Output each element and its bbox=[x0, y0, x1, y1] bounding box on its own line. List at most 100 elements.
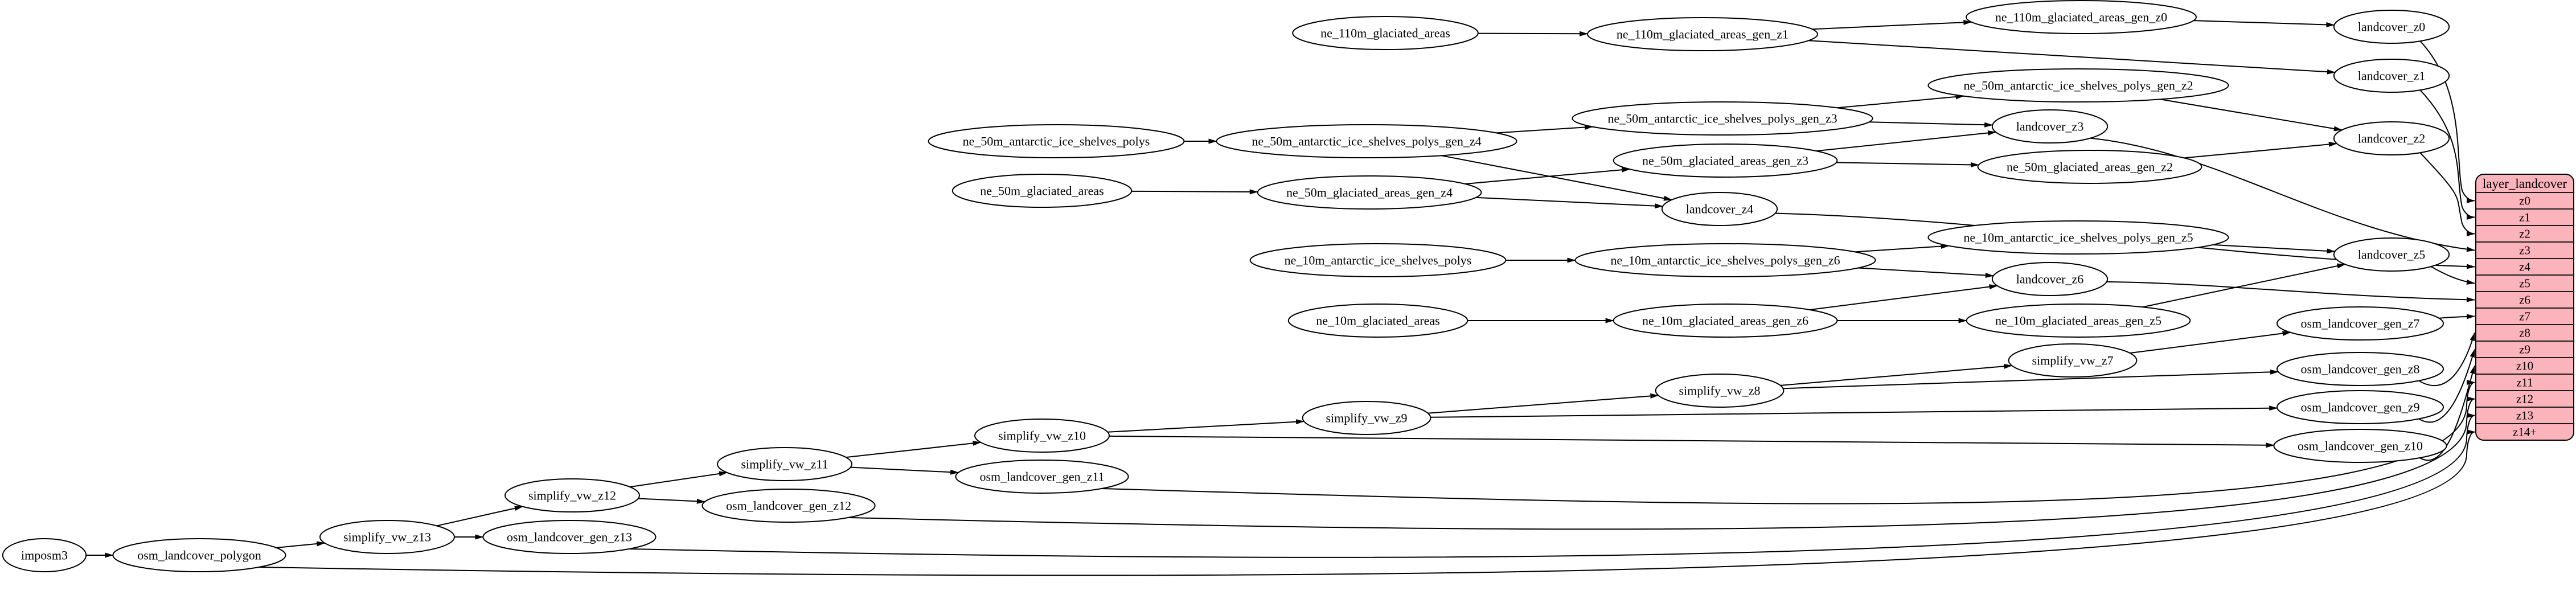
ne-10m-antarctic-ice-shelves-polys-gen-z5-label: ne_10m_antarctic_ice_shelves_polys_gen_z… bbox=[1963, 231, 2193, 245]
node-landcover-z2: landcover_z2 bbox=[2333, 121, 2450, 155]
simplify-vw-z9-label: simplify_vw_z9 bbox=[1326, 411, 1408, 425]
layer-row-z7: z7 bbox=[2519, 310, 2530, 323]
node-ne-50m-antarctic-ice-shelves-polys-gen-z2: ne_50m_antarctic_ice_shelves_polys_gen_z… bbox=[1927, 68, 2229, 102]
node-osm-landcover-gen-z10: osm_landcover_gen_z10 bbox=[2273, 429, 2447, 463]
ne-10m-glaciated-areas-ellipse bbox=[1287, 304, 1469, 338]
imposm3-ellipse bbox=[2, 538, 87, 572]
edge-ne-110m-glaciated-areas-gen-z1-to-ne-110m-glaciated-areas-gen-z0 bbox=[1812, 19, 1972, 30]
layer-row-z8: z8 bbox=[2519, 326, 2530, 340]
landcover-z4-ellipse bbox=[1661, 192, 1778, 226]
layer-row-z14: z14+ bbox=[2513, 425, 2537, 439]
layer-row-z0: z0 bbox=[2519, 194, 2530, 208]
edge-ne-10m-glaciated-areas-gen-z5-to-landcover-z5 bbox=[2142, 263, 2346, 308]
edge-osm-landcover-gen-z10-to-layer-z10 bbox=[2419, 365, 2475, 461]
edges-layer bbox=[86, 19, 2475, 576]
node-osm-landcover-gen-z7: osm_landcover_gen_z7 bbox=[2276, 306, 2444, 341]
ne-50m-glaciated-areas-gen-z3-label: ne_50m_glaciated_areas_gen_z3 bbox=[1642, 154, 1808, 168]
node-simplify-vw-z9: simplify_vw_z9 bbox=[1302, 401, 1431, 435]
edge-landcover-z2-to-layer-z2 bbox=[2419, 152, 2475, 236]
node-ne-10m-antarctic-ice-shelves-polys-gen-z5: ne_10m_antarctic_ice_shelves_polys_gen_z… bbox=[1927, 220, 2229, 255]
osm-landcover-gen-z7-ellipse bbox=[2276, 306, 2444, 341]
node-ne-50m-glaciated-areas-gen-z3: ne_50m_glaciated_areas_gen_z3 bbox=[1613, 143, 1838, 178]
edge-simplify-vw-z9-to-simplify-vw-z8 bbox=[1428, 393, 1659, 414]
ne-50m-glaciated-areas-ellipse bbox=[951, 174, 1133, 208]
edge-osm-landcover-gen-z13-to-layer-z13 bbox=[629, 413, 2475, 558]
ne-10m-glaciated-areas-label: ne_10m_glaciated_areas bbox=[1316, 314, 1439, 328]
landcover-z0-label: landcover_z0 bbox=[2358, 20, 2426, 34]
osm-landcover-gen-z8-label: osm_landcover_gen_z8 bbox=[2301, 362, 2420, 376]
layer-row-z6: z6 bbox=[2519, 293, 2530, 307]
ne-50m-glaciated-areas-gen-z4-label: ne_50m_glaciated_areas_gen_z4 bbox=[1286, 186, 1453, 200]
edge-ne-10m-antarctic-ice-shelves-polys-gen-z5-to-landcover-z5 bbox=[2213, 244, 2336, 254]
simplify-vw-z10-ellipse bbox=[974, 419, 1110, 453]
ne-50m-antarctic-ice-shelves-polys-gen-z3-label: ne_50m_antarctic_ice_shelves_polys_gen_z… bbox=[1607, 112, 1837, 126]
node-osm-landcover-gen-z11: osm_landcover_gen_z11 bbox=[955, 460, 1129, 494]
landcover-z3-label: landcover_z3 bbox=[2016, 120, 2084, 134]
node-ne-50m-antarctic-ice-shelves-polys-gen-z3: ne_50m_antarctic_ice_shelves_polys_gen_z… bbox=[1572, 101, 1873, 136]
node-osm-landcover-gen-z13: osm_landcover_gen_z13 bbox=[482, 520, 657, 554]
osm-landcover-gen-z12-label: osm_landcover_gen_z12 bbox=[726, 499, 851, 513]
ne-50m-glaciated-areas-label: ne_50m_glaciated_areas bbox=[980, 184, 1104, 198]
edge-ne-50m-antarctic-ice-shelves-polys-gen-z4-to-ne-50m-antarctic-ice-shelves-polys-gen-z3 bbox=[1496, 124, 1594, 134]
ne-50m-antarctic-ice-shelves-polys-gen-z4-label: ne_50m_antarctic_ice_shelves_polys_gen_z… bbox=[1252, 134, 1481, 149]
node-simplify-vw-z11: simplify_vw_z11 bbox=[717, 447, 852, 481]
edge-ne-50m-glaciated-areas-to-ne-50m-glaciated-areas-gen-z4 bbox=[1131, 189, 1258, 195]
node-osm-landcover-gen-z8: osm_landcover_gen_z8 bbox=[2276, 352, 2444, 386]
simplify-vw-z13-ellipse bbox=[319, 520, 455, 554]
edge-ne-50m-glaciated-areas-gen-z4-to-ne-50m-glaciated-areas-gen-z3 bbox=[1465, 167, 1631, 184]
layer-row-z1: z1 bbox=[2519, 211, 2530, 224]
edge-landcover-z6-to-layer-z6 bbox=[2106, 281, 2475, 302]
layer-landcover-title: layer_landcover bbox=[2483, 177, 2567, 191]
node-ne-50m-glaciated-areas-gen-z4: ne_50m_glaciated_areas_gen_z4 bbox=[1257, 175, 1482, 210]
ne-110m-glaciated-areas-gen-z1-label: ne_110m_glaciated_areas_gen_z1 bbox=[1617, 27, 1789, 42]
node-ne-10m-glaciated-areas-gen-z5: ne_10m_glaciated_areas_gen_z5 bbox=[1966, 304, 2191, 338]
ne-10m-glaciated-areas-gen-z6-ellipse bbox=[1613, 304, 1838, 338]
layer-row-z9: z9 bbox=[2519, 343, 2530, 356]
edge-simplify-vw-z13-to-simplify-vw-z12 bbox=[436, 506, 523, 527]
edge-ne-110m-glaciated-areas-gen-z0-to-landcover-z0 bbox=[2193, 20, 2335, 27]
layer-row-z11: z11 bbox=[2516, 376, 2533, 389]
node-landcover-z3: landcover_z3 bbox=[1991, 109, 2109, 143]
edge-osm-landcover-polygon-to-simplify-vw-z13 bbox=[276, 541, 326, 548]
ne-110m-glaciated-areas-label: ne_110m_glaciated_areas bbox=[1320, 26, 1450, 40]
node-landcover-z4: landcover_z4 bbox=[1661, 192, 1778, 226]
node-imposm3: imposm3 bbox=[2, 538, 87, 572]
ne-50m-glaciated-areas-gen-z4-ellipse bbox=[1257, 175, 1482, 210]
osm-landcover-gen-z10-label: osm_landcover_gen_z10 bbox=[2298, 439, 2423, 453]
edge-simplify-vw-z11-to-simplify-vw-z10 bbox=[846, 440, 982, 458]
edge-ne-10m-antarctic-ice-shelves-polys-gen-z6-to-ne-10m-antarctic-ice-shelves-polys-gen-z5 bbox=[1855, 244, 1950, 253]
osm-landcover-polygon-label: osm_landcover_polygon bbox=[137, 548, 261, 563]
node-simplify-vw-z7: simplify_vw_z7 bbox=[2008, 343, 2138, 378]
ne-50m-antarctic-ice-shelves-polys-gen-z4-ellipse bbox=[1216, 124, 1517, 158]
simplify-vw-z8-label: simplify_vw_z8 bbox=[1679, 384, 1761, 398]
ne-10m-glaciated-areas-gen-z5-label: ne_10m_glaciated_areas_gen_z5 bbox=[1995, 314, 2161, 328]
edge-simplify-vw-z10-to-simplify-vw-z9 bbox=[1107, 419, 1305, 433]
osm-landcover-gen-z11-ellipse bbox=[955, 460, 1129, 494]
osm-landcover-gen-z11-label: osm_landcover_gen_z11 bbox=[979, 470, 1104, 484]
simplify-vw-z12-ellipse bbox=[504, 478, 640, 512]
simplify-vw-z9-ellipse bbox=[1302, 401, 1431, 435]
table-layer: layer_landcoverz0z1z2z3z4z5z6z7z8z9z10z1… bbox=[2475, 174, 2574, 441]
edge-ne-50m-antarctic-ice-shelves-polys-gen-z2-to-landcover-z2 bbox=[2160, 99, 2343, 132]
edge-simplify-vw-z8-to-simplify-vw-z7 bbox=[1780, 363, 2013, 386]
ne-10m-antarctic-ice-shelves-polys-gen-z6-ellipse bbox=[1574, 243, 1876, 277]
ne-50m-antarctic-ice-shelves-polys-gen-z2-ellipse bbox=[1927, 68, 2229, 102]
node-osm-landcover-gen-z12: osm_landcover_gen_z12 bbox=[702, 489, 876, 523]
ne-50m-antarctic-ice-shelves-polys-label: ne_50m_antarctic_ice_shelves_polys bbox=[963, 134, 1150, 149]
osm-landcover-gen-z8-ellipse bbox=[2276, 352, 2444, 386]
edge-ne-50m-glaciated-areas-gen-z4-to-landcover-z4 bbox=[1476, 196, 1664, 209]
landcover-z1-ellipse bbox=[2333, 59, 2450, 93]
ne-50m-antarctic-ice-shelves-polys-gen-z3-ellipse bbox=[1572, 101, 1873, 136]
edge-simplify-vw-z9-to-osm-landcover-gen-z9 bbox=[1430, 405, 2278, 418]
simplify-vw-z8-ellipse bbox=[1655, 374, 1785, 408]
landcover-z1-label: landcover_z1 bbox=[2358, 69, 2426, 83]
imposm3-label: imposm3 bbox=[21, 548, 68, 563]
edge-landcover-z5-to-layer-z5 bbox=[2427, 265, 2475, 285]
edge-simplify-vw-z12-to-osm-landcover-gen-z12 bbox=[638, 498, 705, 504]
edge-simplify-vw-z7-to-osm-landcover-gen-z7 bbox=[2130, 331, 2291, 354]
landcover-z6-ellipse bbox=[1991, 262, 2109, 296]
node-ne-110m-glaciated-areas: ne_110m_glaciated_areas bbox=[1292, 16, 1479, 50]
edge-osm-landcover-gen-z12-to-layer-z12 bbox=[848, 396, 2475, 530]
node-simplify-vw-z13: simplify_vw_z13 bbox=[319, 520, 455, 554]
